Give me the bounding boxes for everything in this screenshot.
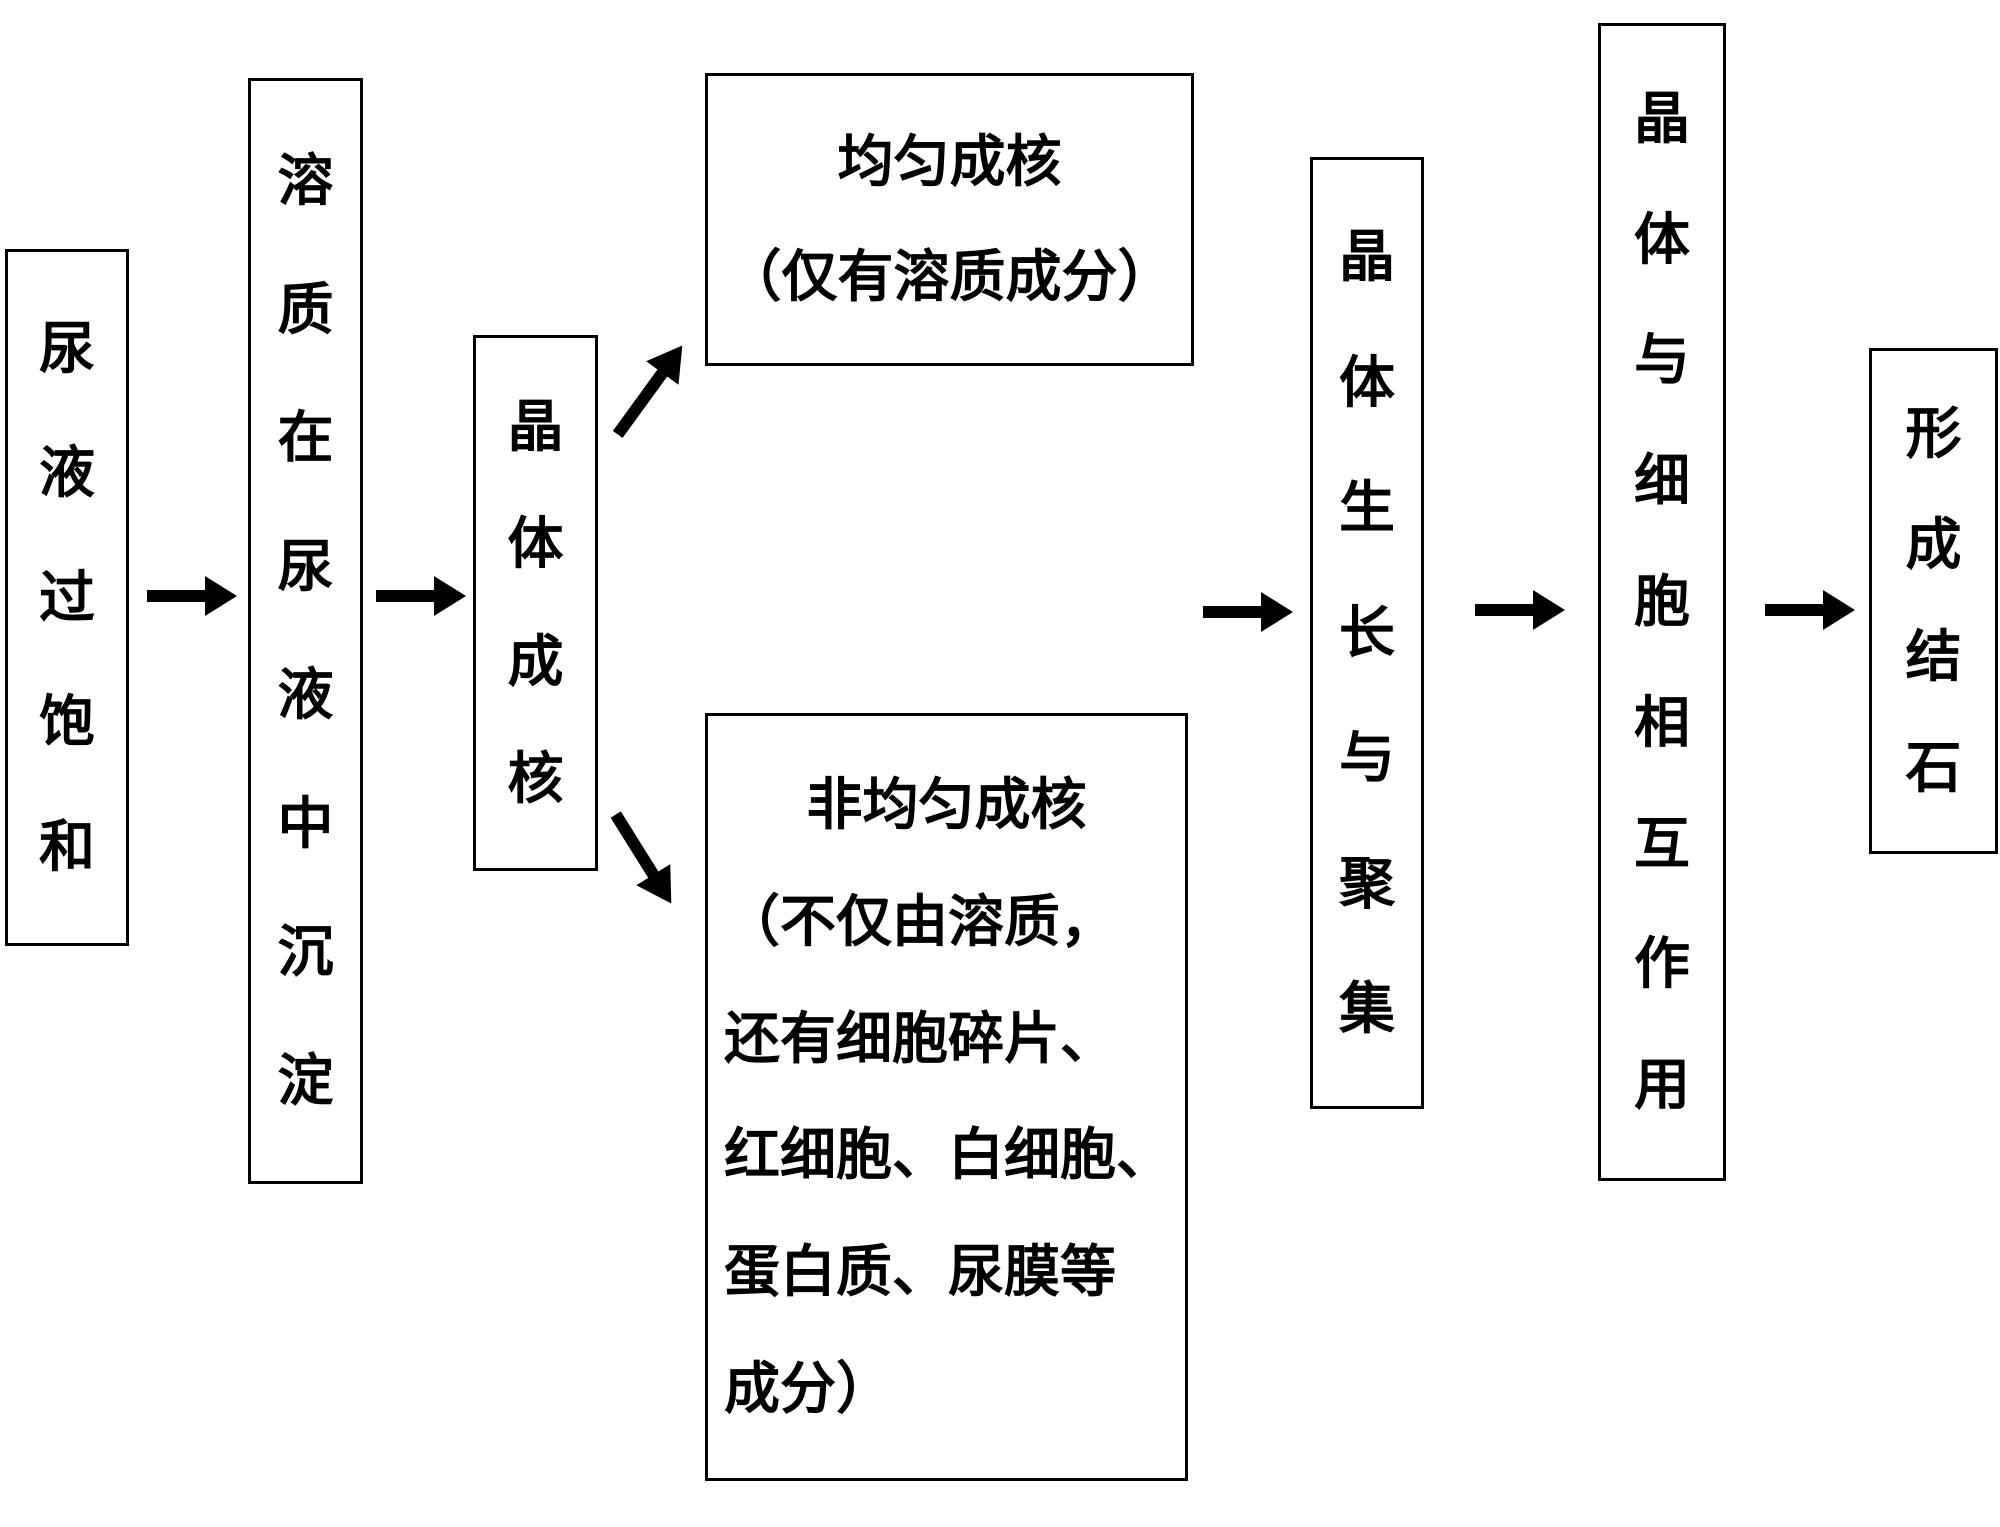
node-solute-precipitation: 溶质在尿液中沉淀 bbox=[248, 78, 363, 1184]
arrow-right-icon bbox=[147, 576, 237, 616]
node-urine-supersaturation: 尿液过饱和 bbox=[5, 249, 129, 946]
arrow-right-icon bbox=[1765, 590, 1855, 630]
arrow-down-right-icon bbox=[610, 811, 672, 904]
arrow-right-icon bbox=[376, 576, 466, 616]
node-crystal-nucleation: 晶体成核 bbox=[473, 335, 598, 871]
node-heterogeneous-nucleation: 非均匀成核（不仅由溶质，还有细胞碎片、红细胞、白细胞、蛋白质、尿膜等成分） bbox=[705, 713, 1188, 1481]
arrow-up-right-icon bbox=[612, 345, 683, 439]
node-crystal-cell-interaction: 晶体与细胞相互作用 bbox=[1598, 23, 1726, 1181]
node-stone-formation: 形成结石 bbox=[1869, 348, 1998, 854]
arrow-right-icon bbox=[1203, 592, 1293, 632]
arrow-right-icon bbox=[1475, 590, 1565, 630]
node-homogeneous-nucleation: 均匀成核（仅有溶质成分） bbox=[705, 73, 1194, 366]
node-crystal-growth-aggregation: 晶体生长与聚集 bbox=[1310, 157, 1424, 1109]
